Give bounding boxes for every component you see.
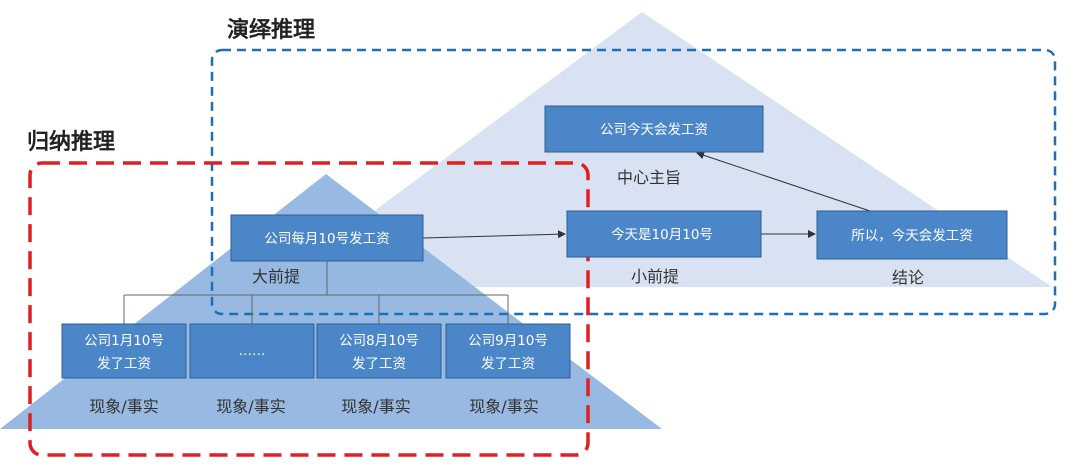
fact-4-caption: 现象/事实	[469, 397, 538, 416]
connector-lines	[123, 261, 509, 324]
conclusion-caption: 结论	[892, 268, 924, 287]
fact-3-line2: 发了工资	[352, 356, 406, 372]
fact-2-line1: ……	[239, 343, 266, 359]
conclusion-node: 所以，今天会发工资	[816, 210, 1008, 260]
fact-3-caption: 现象/事实	[341, 397, 410, 416]
fact-1-line1: 公司1月10号	[84, 333, 164, 349]
fact-1-caption: 现象/事实	[89, 397, 158, 416]
conclusion-label: 所以，今天会发工资	[851, 228, 973, 244]
fact-2-caption: 现象/事实	[216, 397, 285, 416]
major-premise-node: 公司每月10号发工资	[230, 214, 424, 262]
deductive-title: 演绎推理	[227, 17, 315, 43]
center-node-caption: 中心主旨	[617, 168, 681, 187]
arrow-conclusion-to-center	[696, 151, 871, 212]
major-premise-label: 公司每月10号发工资	[264, 231, 389, 247]
minor-premise-node: 今天是10月10号	[566, 210, 762, 258]
fact-node-3: 公司8月10号 发了工资	[316, 323, 442, 379]
arrow-major-to-minor	[422, 230, 566, 239]
minor-premise-caption: 小前提	[631, 267, 679, 286]
center-node-label: 公司今天会发工资	[600, 122, 708, 138]
deductive-frame	[210, 48, 1057, 316]
fact-4-line1: 公司9月10号	[468, 333, 548, 349]
major-premise-caption: 大前提	[252, 267, 300, 286]
fact-node-2: ……	[189, 323, 315, 379]
fact-node-4: 公司9月10号 发了工资	[445, 323, 571, 379]
minor-premise-label: 今天是10月10号	[611, 227, 713, 243]
fact-1-line2: 发了工资	[97, 356, 151, 372]
inductive-frame	[28, 161, 590, 457]
fact-node-1: 公司1月10号 发了工资	[61, 323, 187, 379]
fact-3-line1: 公司8月10号	[339, 333, 419, 349]
fact-4-line2: 发了工资	[481, 356, 535, 372]
inductive-title: 归纳推理	[27, 129, 115, 155]
center-node: 公司今天会发工资	[544, 105, 764, 153]
